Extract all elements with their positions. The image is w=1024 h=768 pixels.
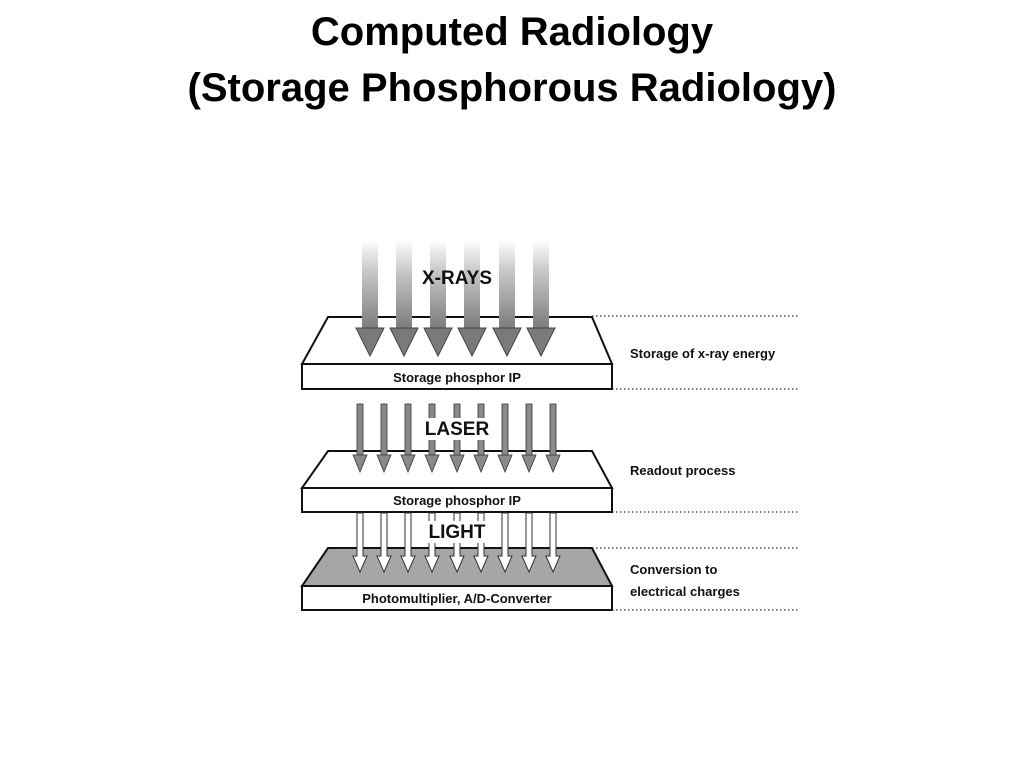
xrays-label: X-RAYS	[422, 268, 492, 289]
laser-arrow	[376, 403, 392, 474]
light-arrow	[376, 512, 392, 574]
laser-arrow	[497, 403, 513, 474]
slide-title-line1: Computed Radiology	[310, 10, 714, 54]
dotted-guide-lines	[592, 315, 800, 611]
plate2-label: Storage phosphor IP	[393, 493, 521, 508]
light-arrow	[521, 512, 537, 574]
light-label-backdrop	[428, 521, 486, 543]
plate3-label: Photomultiplier, A/D-Converter	[362, 591, 551, 606]
laser-label-backdrop	[428, 418, 486, 440]
light-arrow	[352, 512, 368, 574]
xray-arrow	[355, 240, 385, 358]
laser-arrow	[400, 403, 416, 474]
stage3-side-label-line2: electrical charges	[630, 584, 740, 599]
detector-front-face	[301, 585, 613, 611]
xray-arrows	[355, 240, 556, 358]
light-arrow	[400, 512, 416, 574]
light-arrow	[545, 512, 561, 574]
light-arrow	[497, 512, 513, 574]
xray-arrow	[423, 240, 453, 358]
xray-arrow	[457, 240, 487, 358]
light-label: LIGHT	[429, 522, 486, 543]
plate1-label: Storage phosphor IP	[393, 370, 521, 385]
stage1-side-label: Storage of x-ray energy	[630, 346, 776, 361]
laser-arrow	[352, 403, 368, 474]
laser-label: LASER	[425, 419, 490, 440]
stage2-side-label: Readout process	[630, 463, 735, 478]
stage3-side-label-line1: Conversion to	[630, 562, 717, 577]
slide-title-line2: (Storage Phosphorous Radiology)	[187, 66, 837, 110]
xray-arrow	[389, 240, 419, 358]
xray-arrow	[492, 240, 522, 358]
xray-arrow	[526, 240, 556, 358]
laser-arrow	[521, 403, 537, 474]
laser-arrow	[545, 403, 561, 474]
plate-front-face	[301, 363, 613, 390]
plate-front-face	[301, 487, 613, 513]
plate-top-face	[300, 316, 614, 365]
